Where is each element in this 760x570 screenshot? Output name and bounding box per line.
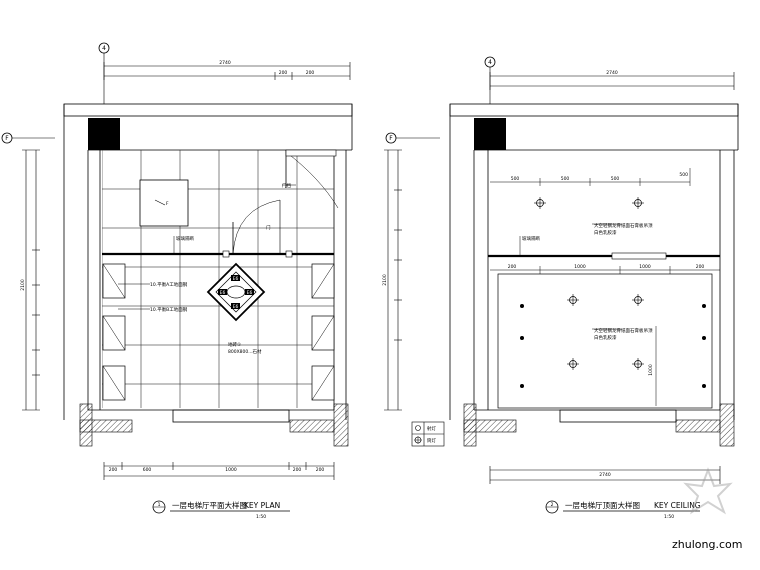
svg-text:500: 500 — [611, 176, 620, 182]
svg-text:玻璃隔断: 玻璃隔断 — [176, 235, 194, 242]
spotlight-legend-icon — [415, 425, 421, 431]
downlight-icon — [702, 304, 706, 308]
right-ceiling-plan: 4 2740 F 2100 — [382, 56, 739, 520]
svg-text:筒灯: 筒灯 — [427, 437, 436, 444]
svg-text:2740: 2740 — [599, 472, 611, 478]
svg-text:E6: E6 — [247, 290, 253, 296]
downlight-icon — [702, 336, 706, 340]
left-door — [232, 149, 339, 255]
floor-medallion: E6 E6 E6 E6 — [206, 262, 266, 322]
svg-text:E6: E6 — [233, 304, 239, 310]
svg-text:射灯: 射灯 — [427, 425, 436, 432]
svg-text:2740: 2740 — [606, 70, 618, 76]
downlight-icon — [520, 336, 524, 340]
svg-text:白色乳胶漆: 白色乳胶漆 — [594, 334, 617, 341]
svg-text:200: 200 — [109, 467, 118, 473]
svg-text:1000: 1000 — [225, 467, 237, 473]
svg-text:大空轻钢龙骨纸面石膏板吊顶: 大空轻钢龙骨纸面石膏板吊顶 — [594, 222, 653, 229]
svg-text:200: 200 — [316, 467, 325, 473]
lighting-legend: 射灯 筒灯 — [411, 421, 445, 447]
left-wall-fixtures — [102, 263, 335, 401]
downlight-icon — [520, 384, 524, 388]
right-bottom-dimensions: 2740 — [489, 466, 721, 484]
downlight-icon — [702, 384, 706, 388]
left-floor-plan: 4 2740 200 200 F — [1, 42, 353, 520]
right-annotations: 玻璃隔断 大空轻钢龙骨纸面石膏板吊顶 白色乳胶漆 大空轻钢龙骨纸面石膏板吊顶 白… — [519, 222, 653, 341]
floor-tile-grid — [102, 150, 334, 408]
svg-text:玻璃隔断: 玻璃隔断 — [522, 235, 540, 242]
svg-text:zhulong.com: zhulong.com — [672, 538, 742, 551]
svg-text:1000: 1000 — [648, 364, 654, 376]
svg-text:4: 4 — [102, 45, 106, 52]
svg-text:600: 600 — [143, 467, 152, 473]
svg-text:一层电梯厅平面大样图: 一层电梯厅平面大样图 — [172, 500, 247, 510]
left-bottom-dimensions: 200 600 1000 200 200 — [103, 462, 335, 480]
svg-text:2100: 2100 — [20, 279, 26, 291]
svg-text:500: 500 — [679, 172, 688, 178]
svg-text:10.平衡A工地面钢: 10.平衡A工地面钢 — [150, 281, 188, 288]
partition-post-left — [222, 250, 230, 258]
right-axis-marker: F — [385, 132, 440, 144]
right-drawing-title: 2 一层电梯厅顶面大样图 KEY CEILING 1:50 — [545, 500, 701, 520]
svg-text:门挡: 门挡 — [282, 182, 291, 189]
svg-text:800X800...石材: 800X800...石材 — [228, 348, 262, 355]
svg-text:KEY CEILING: KEY CEILING — [654, 501, 701, 510]
svg-text:200: 200 — [306, 70, 315, 76]
svg-text:200: 200 — [696, 264, 705, 270]
svg-text:1:50: 1:50 — [664, 514, 674, 520]
svg-text:1000: 1000 — [574, 264, 586, 270]
right-side-dimensions: 2100 — [382, 149, 402, 411]
left-axis-marker: F — [1, 132, 55, 144]
svg-text:4: 4 — [488, 59, 492, 66]
svg-text:200: 200 — [508, 264, 517, 270]
partition-post-right — [285, 250, 293, 258]
watermark: zhulong.com — [672, 467, 742, 551]
svg-text:门: 门 — [266, 224, 271, 231]
left-top-dimensions: 2740 200 200 — [103, 60, 351, 80]
ceiling-light-strip — [611, 252, 667, 260]
svg-text:一层电梯厅顶面大样图: 一层电梯厅顶面大样图 — [565, 500, 640, 510]
left-box-fixture: F — [139, 179, 189, 227]
svg-text:10.平衡B工地面钢: 10.平衡B工地面钢 — [150, 306, 188, 313]
svg-text:1:50: 1:50 — [256, 514, 266, 520]
svg-text:200: 200 — [293, 467, 302, 473]
svg-text:2740: 2740 — [219, 60, 231, 66]
svg-text:E6: E6 — [220, 290, 226, 296]
svg-text:E6: E6 — [233, 276, 239, 282]
svg-text:2: 2 — [551, 502, 554, 508]
downlight-icon — [520, 304, 524, 308]
svg-text:F: F — [166, 201, 169, 207]
svg-text:大空轻钢龙骨纸面石膏板吊顶: 大空轻钢龙骨纸面石膏板吊顶 — [594, 327, 653, 334]
svg-text:F: F — [389, 135, 393, 142]
svg-text:地砖①: 地砖① — [228, 341, 241, 348]
svg-text:白色乳胶漆: 白色乳胶漆 — [594, 229, 617, 236]
left-annotations: 门挡 门 玻璃隔断 10.平衡A工地面钢 10.平衡B工地面钢 地砖① 800X… — [118, 182, 296, 355]
svg-text:KEY PLAN: KEY PLAN — [244, 501, 280, 510]
ceiling-lights — [520, 197, 706, 388]
right-walls — [449, 103, 739, 447]
left-side-dimensions: 2100 — [20, 149, 40, 411]
svg-text:1: 1 — [158, 502, 161, 508]
right-inner-dimensions: 500 500 500 500 200 1000 1000 200 1000 — [490, 168, 720, 406]
svg-text:1000: 1000 — [639, 264, 651, 270]
ceiling-inner-panel — [497, 273, 713, 409]
svg-text:2100: 2100 — [382, 274, 388, 286]
svg-text:200: 200 — [279, 70, 288, 76]
right-top-dimensions: 2740 — [489, 70, 735, 90]
svg-text:F: F — [5, 135, 9, 142]
svg-text:500: 500 — [511, 176, 520, 182]
svg-text:500: 500 — [561, 176, 570, 182]
left-drawing-title: 1 一层电梯厅平面大样图 KEY PLAN 1:50 — [152, 500, 290, 520]
